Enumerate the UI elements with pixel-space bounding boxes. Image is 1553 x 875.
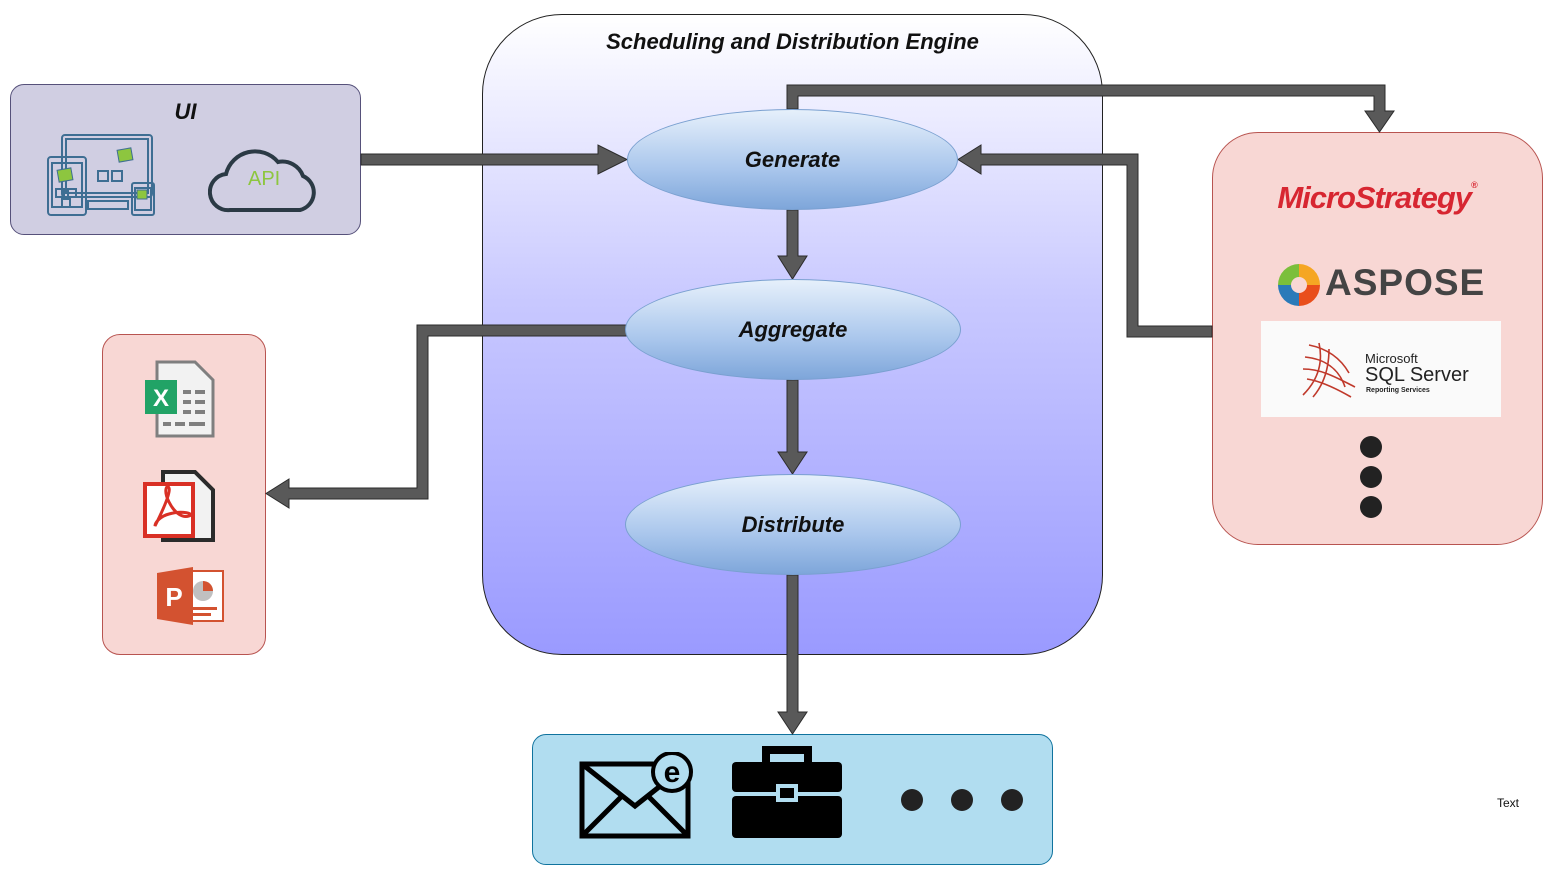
- sql-microsoft-label: Microsoft: [1365, 351, 1418, 366]
- microstrategy-registered-mark: ®: [1471, 180, 1478, 190]
- ui-title: UI: [174, 99, 197, 124]
- cloud-api-icon: [208, 149, 316, 213]
- more-dot-icon: [1360, 436, 1382, 458]
- svg-text:X: X: [153, 385, 169, 412]
- sql-reporting-label: Reporting Services: [1366, 387, 1430, 394]
- arrow-vendors-to-generate: [957, 144, 1213, 338]
- engine-title: Scheduling and Distribution Engine: [606, 29, 979, 54]
- more-dot-icon: [1360, 466, 1382, 488]
- more-dot-icon: [901, 789, 923, 811]
- arrow-aggregate-to-distribute: [777, 379, 808, 475]
- email-icon: e: [579, 752, 693, 839]
- arrow-distribute-to-channels: [777, 574, 808, 735]
- sql-server-logo: Microsoft SQL Server Reporting Services: [1261, 321, 1501, 417]
- aggregate-node: Aggregate: [625, 279, 961, 380]
- text-annotation: Text: [1497, 796, 1520, 810]
- arrow-aggregate-to-outputs: [265, 324, 628, 509]
- sql-server-label: SQL Server: [1365, 364, 1469, 386]
- generate-label: Generate: [744, 146, 841, 172]
- excel-file-icon: X: [145, 360, 215, 438]
- more-dot-icon: [1001, 789, 1023, 811]
- briefcase-icon: [732, 746, 842, 838]
- svg-text:P: P: [165, 582, 182, 612]
- arrow-generate-to-vendors: [786, 84, 1395, 133]
- api-label: API: [248, 168, 281, 190]
- devices-icon: [47, 134, 155, 216]
- generate-node: Generate: [627, 109, 958, 210]
- svg-text:e: e: [664, 756, 681, 789]
- arrow-ui-to-generate: [360, 144, 629, 175]
- distribute-label: Distribute: [741, 511, 845, 537]
- powerpoint-icon: P: [157, 567, 224, 625]
- arrow-generate-to-aggregate: [777, 209, 808, 280]
- aspose-logo-icon: [1278, 264, 1320, 306]
- microstrategy-logo: MicroStrategy®: [1262, 180, 1492, 216]
- microstrategy-text: MicroStrategy: [1277, 180, 1472, 215]
- more-dot-icon: [1360, 496, 1382, 518]
- aspose-logo-text: ASPOSE: [1325, 262, 1486, 303]
- sql-server-icon: [1302, 342, 1356, 398]
- distribute-node: Distribute: [625, 474, 961, 575]
- aggregate-label: Aggregate: [738, 316, 848, 342]
- more-dot-icon: [951, 789, 973, 811]
- pdf-file-icon: [143, 470, 215, 542]
